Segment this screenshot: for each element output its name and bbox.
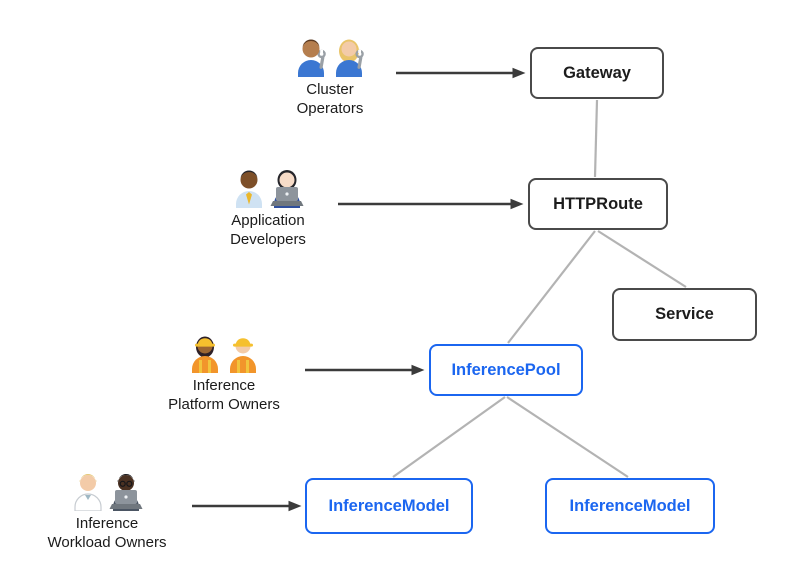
man-technologist-icon <box>109 474 143 511</box>
application-developers-label-line1: Application <box>231 212 305 229</box>
persona-inference-platform-owners: Inference Platform Owners <box>134 329 314 414</box>
node-service: Service <box>612 288 757 341</box>
node-inferencepool-label: InferencePool <box>451 360 561 379</box>
inference-platform-owners-label-line1: Inference <box>192 377 256 394</box>
inference-platform-owners-label-line2: Platform Owners <box>168 396 280 413</box>
node-inferencemodel-right-label: InferenceModel <box>569 496 691 515</box>
inference-workload-owners-label-line1: Inference <box>75 515 139 532</box>
application-developers-label: Application Developers <box>230 211 306 249</box>
node-httproute: HTTPRoute <box>528 178 668 230</box>
health-worker-icon <box>74 474 102 511</box>
persona-application-developers: Application Developers <box>188 164 348 249</box>
edge-httproute-inferencepool <box>507 230 596 344</box>
woman-technologist-icon <box>270 170 304 208</box>
edge-inferencepool-inferencemodel-left <box>392 396 506 478</box>
application-developers-icons <box>231 164 305 208</box>
inference-platform-owners-label: Inference Platform Owners <box>168 376 280 414</box>
cluster-operators-icons <box>293 33 367 77</box>
inference-workload-owners-label: Inference Workload Owners <box>48 514 167 552</box>
persona-cluster-operators: Cluster Operators <box>250 33 410 118</box>
node-inferencemodel-left: InferenceModel <box>305 478 473 534</box>
edge-gateway-httproute <box>593 99 599 178</box>
node-inferencepool: InferencePool <box>429 344 583 396</box>
persona-inference-workload-owners: Inference Workload Owners <box>17 467 197 552</box>
inference-platform-owners-icons <box>187 329 261 373</box>
node-httproute-label: HTTPRoute <box>553 194 643 213</box>
node-gateway: Gateway <box>530 47 664 99</box>
cluster-operators-label-line2: Operators <box>296 100 364 117</box>
edge-httproute-service <box>597 230 687 288</box>
node-service-label: Service <box>655 305 714 323</box>
node-gateway-label: Gateway <box>563 63 631 82</box>
node-inferencemodel-right: InferenceModel <box>545 478 715 534</box>
cluster-operators-label: Cluster Operators <box>297 80 364 118</box>
woman-construction-worker-icon <box>192 336 218 373</box>
man-office-worker-icon <box>236 170 262 208</box>
inference-workload-owners-icons <box>70 467 144 511</box>
edge-inferencepool-inferencemodel-right <box>506 396 629 478</box>
node-inferencemodel-left-label: InferenceModel <box>328 496 450 515</box>
inference-workload-owners-label-line2: Workload Owners <box>47 534 167 551</box>
woman-mechanic-icon <box>336 39 364 77</box>
cluster-operators-label-line1: Cluster <box>306 81 354 98</box>
man-mechanic-icon <box>298 39 326 77</box>
application-developers-label-line2: Developers <box>230 231 306 248</box>
man-construction-worker-icon <box>230 338 256 373</box>
